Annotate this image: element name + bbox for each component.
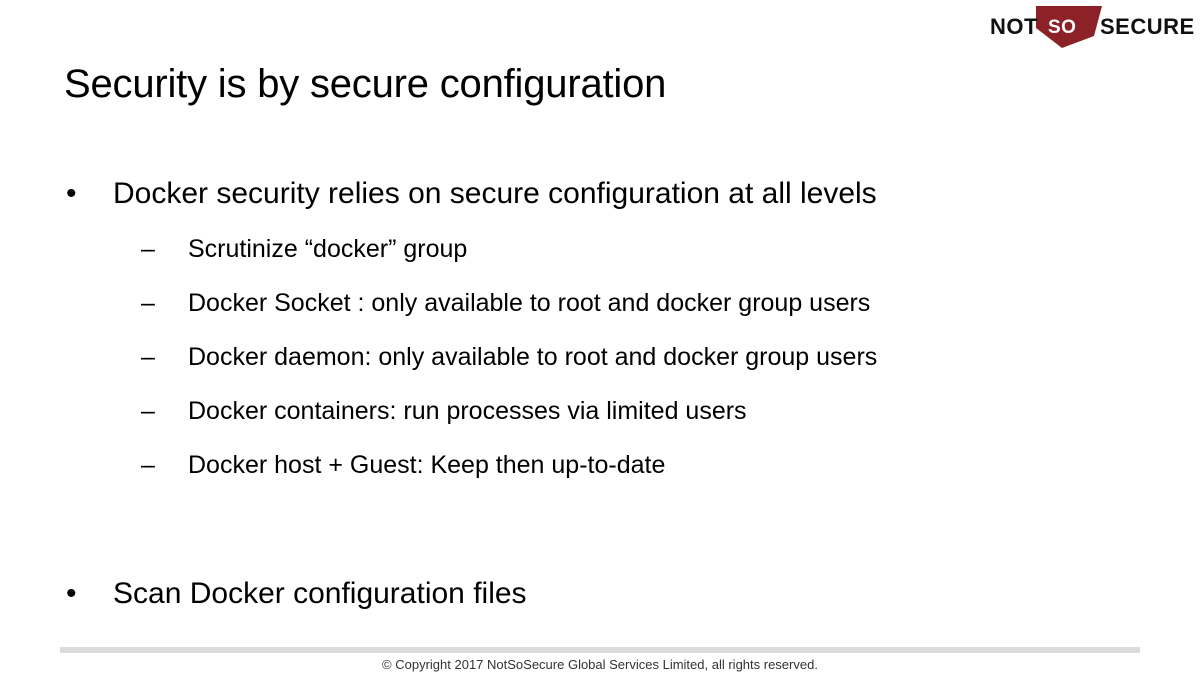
bullet-marker-dash: – <box>141 289 155 317</box>
logo-text-so: SO <box>1048 17 1076 38</box>
bullet-level1: • Scan Docker configuration files <box>0 576 1200 612</box>
bullet-text: Docker containers: run processes via lim… <box>188 397 747 425</box>
notsosecure-logo: NOT SO SECURE <box>990 4 1196 50</box>
bullet-text: Docker security relies on secure configu… <box>113 177 877 210</box>
page-title: Security is by secure configuration <box>64 62 667 106</box>
spacer <box>0 426 1200 450</box>
logo-text-not: NOT <box>990 14 1038 39</box>
bullet-marker-dot: • <box>66 577 77 610</box>
bullet-text: Docker daemon: only available to root an… <box>188 343 878 371</box>
bullet-marker-dash: – <box>141 451 155 479</box>
logo-text-secure: SECURE <box>1100 14 1195 39</box>
logo-badge-shape <box>1036 6 1102 48</box>
spacer <box>0 212 1200 234</box>
bullet-level1: • Docker security relies on secure confi… <box>0 176 1200 212</box>
bullet-marker-dash: – <box>141 397 155 425</box>
bullet-text: Scan Docker configuration files <box>113 577 527 610</box>
spacer <box>0 372 1200 396</box>
footer-copyright: © Copyright 2017 NotSoSecure Global Serv… <box>382 657 818 672</box>
bullet-list: • Docker security relies on secure confi… <box>0 176 1200 612</box>
footer-divider <box>60 647 1140 653</box>
spacer <box>0 318 1200 342</box>
bullet-marker-dash: – <box>141 343 155 371</box>
bullet-level2: – Docker containers: run processes via l… <box>0 396 1200 426</box>
bullet-text: Docker Socket : only available to root a… <box>188 289 871 317</box>
bullet-level2: – Docker host + Guest: Keep then up-to-d… <box>0 450 1200 480</box>
bullet-level2: – Scrutinize “docker” group <box>0 234 1200 264</box>
bullet-text: Docker host + Guest: Keep then up-to-dat… <box>188 451 666 479</box>
bullet-marker-dash: – <box>141 235 155 263</box>
bullet-level2: – Docker daemon: only available to root … <box>0 342 1200 372</box>
bullet-text: Scrutinize “docker” group <box>188 235 468 263</box>
spacer <box>0 480 1200 576</box>
spacer <box>0 264 1200 288</box>
logo-artwork: NOT SO SECURE <box>990 6 1195 48</box>
bullet-level2: – Docker Socket : only available to root… <box>0 288 1200 318</box>
bullet-marker-dot: • <box>66 177 77 210</box>
